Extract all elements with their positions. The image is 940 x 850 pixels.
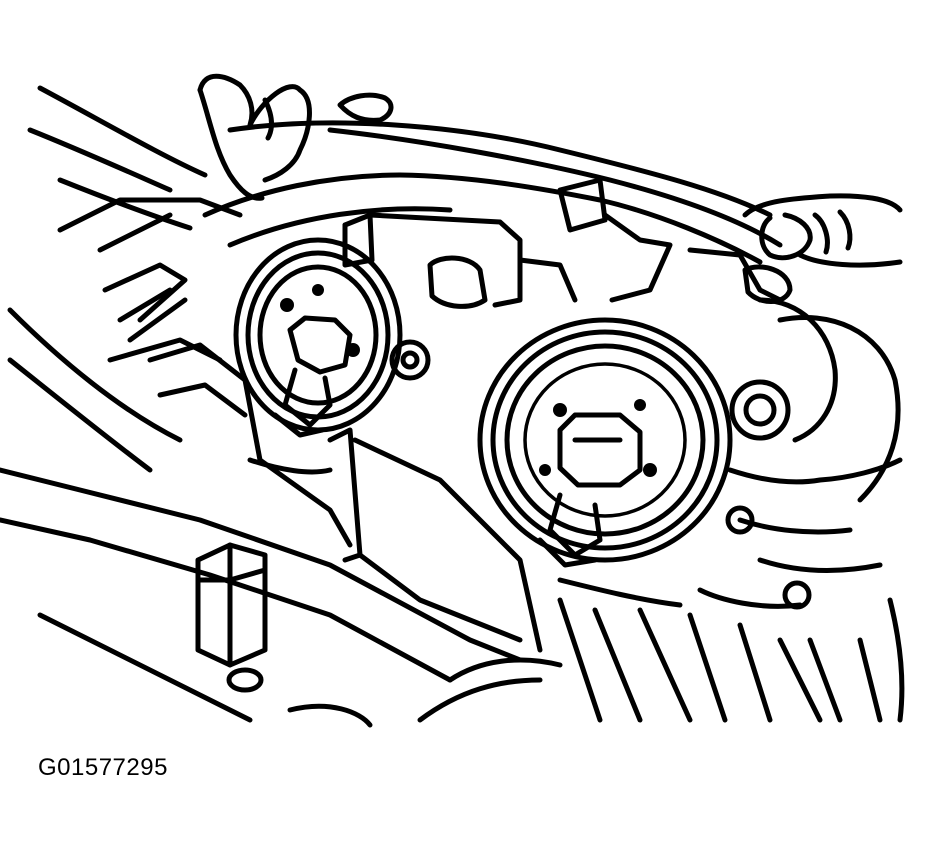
left-hand xyxy=(197,73,394,201)
right-hand xyxy=(742,193,903,268)
timing-cover-upper xyxy=(202,172,793,309)
right-camshaft-sprocket xyxy=(477,317,733,568)
lower-timing-cover xyxy=(0,342,883,723)
engine-bay-outline xyxy=(7,85,783,473)
idler-pulley xyxy=(389,339,431,381)
figure-id-label: G01577295 xyxy=(38,754,168,781)
left-camshaft-sprocket xyxy=(233,237,403,438)
fender-lines xyxy=(417,597,905,723)
relay-box xyxy=(37,542,373,728)
right-engine-mount xyxy=(697,297,903,610)
